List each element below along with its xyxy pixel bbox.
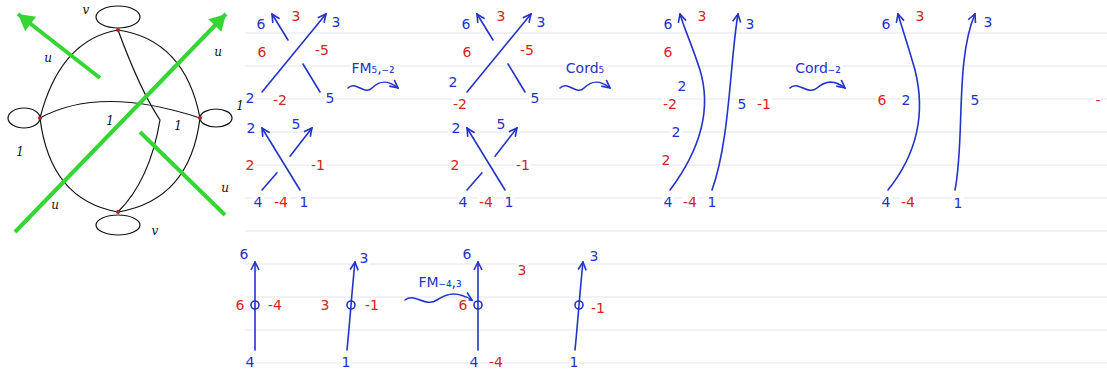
strand-label: 5: [291, 117, 302, 131]
region-label: -4: [900, 195, 916, 209]
region-label: 2: [245, 158, 256, 172]
graph-label: u: [43, 52, 53, 64]
region-label: -2: [272, 93, 288, 107]
strand-label: 5: [530, 91, 541, 105]
strand-label: 3: [983, 15, 994, 29]
graph-label: u: [213, 46, 223, 58]
region-label: -5: [314, 43, 330, 57]
graph-figure: [8, 6, 232, 235]
strand-label: 6: [663, 17, 674, 31]
region-label: -1: [310, 158, 326, 172]
region-label: -4: [273, 195, 289, 209]
strand-label: 1: [504, 195, 515, 209]
region-label: 6: [257, 45, 268, 59]
region-label: 6: [663, 45, 674, 59]
region-label: 2: [661, 153, 672, 167]
strand-label: 5: [496, 117, 507, 131]
strand-label: 4: [245, 355, 256, 369]
strand-label: 4: [458, 195, 469, 209]
region-label: 3: [517, 263, 528, 277]
region-label: -1: [590, 301, 606, 315]
region-label: -4: [267, 298, 283, 312]
strand-label: 1: [707, 195, 718, 209]
region-label: 3: [697, 9, 708, 23]
region-label: -: [1094, 93, 1101, 107]
region-label: 6: [458, 298, 469, 312]
strand-label: 5: [325, 91, 336, 105]
strand-label: 6: [881, 17, 892, 31]
region-label: -2: [452, 97, 468, 111]
strand-label: 6: [461, 17, 472, 31]
strand-label: 6: [256, 17, 267, 31]
region-label: 6: [462, 45, 473, 59]
graph-label: 1: [15, 146, 25, 158]
move-label: FM₋₄,₃: [417, 275, 462, 289]
region-label: -1: [364, 298, 380, 312]
region-label: 3: [915, 9, 926, 23]
strand-label: 4: [881, 195, 892, 209]
strand-label: 1: [569, 355, 580, 369]
strand-label: 4: [663, 195, 674, 209]
region-label: -4: [488, 355, 504, 369]
graph-label: u: [220, 182, 230, 194]
strand-label: 1: [953, 196, 964, 210]
region-label: -1: [515, 158, 531, 172]
strand-label: 3: [536, 15, 547, 29]
region-label: 3: [496, 9, 507, 23]
strand-label: 3: [745, 17, 756, 31]
strand-label: 3: [589, 249, 600, 263]
strand-label: 2: [448, 75, 459, 89]
region-label: 2: [450, 158, 461, 172]
strand-label: 6: [462, 247, 473, 261]
strand-label: 5: [970, 93, 981, 107]
strand-label: 2: [901, 93, 912, 107]
graph-label: u: [50, 199, 60, 211]
graph-label: 1: [235, 100, 245, 112]
region-label: -4: [682, 195, 698, 209]
region-label: 6: [235, 298, 246, 312]
strand-label: 6: [239, 247, 250, 261]
strand-label: 1: [299, 195, 310, 209]
move-label: Cord₋₂: [794, 61, 842, 75]
strand-label: 5: [737, 97, 748, 111]
strand-label: 4: [253, 195, 264, 209]
green-arrows: [15, 14, 226, 232]
ruled-lines: [245, 33, 1107, 363]
strand-label: 2: [677, 79, 688, 93]
strand-label: 2: [246, 121, 257, 135]
region-label: -4: [478, 195, 494, 209]
strand-label: 3: [331, 15, 342, 29]
strand-label: 2: [245, 91, 256, 105]
move-label: Cord₅: [565, 61, 605, 75]
region-label: -1: [756, 97, 772, 111]
strand-label: 2: [451, 121, 462, 135]
region-label: -2: [662, 97, 678, 111]
strand-label: 2: [671, 125, 682, 139]
move-label: FM₅,₋₂: [350, 61, 395, 75]
region-label: 3: [320, 298, 331, 312]
move-arrows: [348, 82, 845, 302]
strand-label: 1: [341, 355, 352, 369]
region-label: 3: [291, 9, 302, 23]
region-label: -5: [519, 43, 535, 57]
graph-label: v: [82, 4, 91, 16]
strand-label: 4: [469, 355, 480, 369]
strands: [251, 14, 975, 350]
graph-label: 1: [173, 120, 183, 132]
strand-label: 3: [359, 251, 370, 265]
region-label: 6: [877, 93, 888, 107]
graph-label: 1: [105, 115, 115, 127]
graph-label: v: [151, 225, 160, 237]
